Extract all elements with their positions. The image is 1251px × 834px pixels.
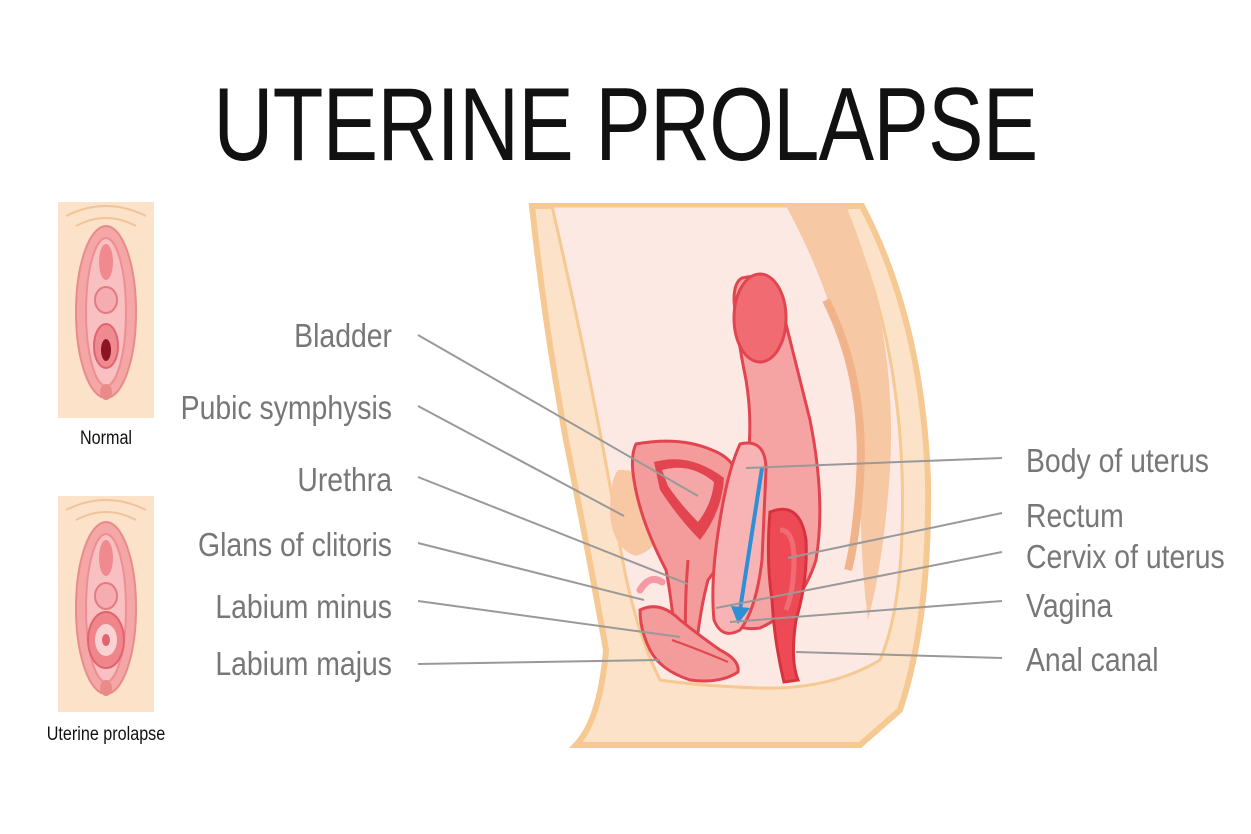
label-labium-majus: Labium majus [215, 645, 392, 682]
leader-line-labium-minus [417, 600, 681, 638]
leader-line-vagina [729, 600, 1003, 623]
label-pubic-symphysis: Pubic symphysis [180, 389, 392, 426]
label-rectum: Rectum [1026, 497, 1124, 534]
prolapse-arrowhead [731, 606, 750, 624]
leader-line-body-of-uterus [745, 457, 1003, 469]
uterine-prolapse-thumbnail-image [58, 496, 154, 712]
normal-thumbnail-image [58, 202, 154, 418]
label-labium-minus: Labium minus [215, 588, 392, 625]
label-cervix-of-uterus: Cervix of uterus [1026, 538, 1225, 575]
label-bladder: Bladder [294, 317, 392, 354]
diagram-title: UTERINE PROLAPSE [213, 67, 1038, 183]
thumbnail-caption-uterine-prolapse: Uterine prolapse [46, 724, 166, 745]
leader-line-anal-canal [795, 651, 1003, 659]
thumbnail-caption-normal: Normal [79, 428, 133, 449]
leader-line-glans-of-clitoris [417, 542, 645, 601]
pelvis-cross-section [528, 203, 932, 748]
label-anal-canal: Anal canal [1026, 641, 1159, 678]
label-urethra: Urethra [297, 461, 392, 498]
leader-line-cervix-of-uterus [715, 551, 1003, 609]
leader-line-rectum [787, 512, 1003, 559]
leader-line-urethra [417, 476, 689, 585]
prolapse-arrow-line [738, 467, 764, 611]
leader-line-bladder [417, 334, 699, 497]
leader-line-labium-majus [417, 659, 661, 665]
leader-line-pubic-symphysis [417, 405, 625, 517]
label-glans-of-clitoris: Glans of clitoris [198, 526, 392, 563]
leader-lines [417, 334, 1003, 665]
label-vagina: Vagina [1026, 587, 1113, 624]
label-body-of-uterus: Body of uterus [1026, 442, 1210, 479]
